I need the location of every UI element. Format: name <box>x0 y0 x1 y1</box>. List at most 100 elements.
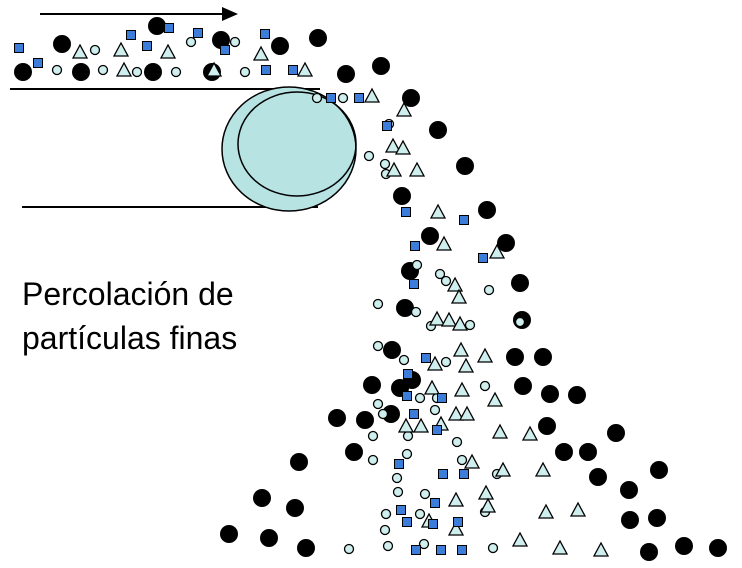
fine-particle-triangle <box>479 497 497 513</box>
large-particle <box>220 525 238 543</box>
fine-particle-circle <box>311 92 323 104</box>
large-particle <box>579 443 597 461</box>
fine-particle-square <box>394 459 404 469</box>
large-particle <box>72 63 90 81</box>
fine-particle-triangle <box>252 45 270 61</box>
large-particle <box>383 341 401 359</box>
fine-particle-square <box>409 279 419 289</box>
fine-particle-triangle <box>569 501 587 517</box>
fine-particle-square <box>411 545 421 555</box>
large-particle <box>538 417 556 435</box>
fine-particle-square <box>261 65 271 75</box>
fine-particle-square <box>142 41 152 51</box>
fine-particle-square <box>428 519 438 529</box>
fine-particle-square <box>410 241 420 251</box>
fine-particle-square <box>459 215 469 225</box>
large-particle <box>568 386 586 404</box>
fine-particle-square <box>437 393 447 403</box>
large-particle <box>497 234 515 252</box>
fine-particle-square <box>430 498 440 508</box>
large-particle <box>286 499 304 517</box>
fine-particle-triangle <box>112 41 130 57</box>
fine-particle-circle <box>487 542 499 554</box>
fine-particle-circle <box>377 408 389 420</box>
large-particle <box>506 348 524 366</box>
fine-particle-triangle <box>511 531 529 547</box>
fine-particle-square <box>453 517 463 527</box>
fine-particle-triangle <box>491 423 509 439</box>
caption-line-2: partículas finas <box>22 320 238 356</box>
fine-particle-square <box>409 409 419 419</box>
fine-particle-circle <box>401 448 413 460</box>
large-particle <box>650 461 668 479</box>
large-particle <box>144 63 162 81</box>
fine-particle-square <box>354 93 364 103</box>
fine-particle-triangle <box>423 379 441 395</box>
fine-particle-square <box>14 43 24 53</box>
fine-particle-circle <box>97 64 109 76</box>
fine-particle-square <box>193 28 203 38</box>
percolation-caption: Percolación de partículas finas <box>22 272 237 360</box>
conveyor-head-pulley <box>221 86 357 212</box>
large-particle <box>511 274 529 292</box>
large-particle <box>14 63 32 81</box>
fine-particle-square <box>478 253 488 263</box>
fine-particle-triangle <box>446 276 464 292</box>
fine-particle-square <box>126 30 136 40</box>
fine-particle-circle <box>363 150 375 162</box>
fine-particle-triangle <box>447 405 465 421</box>
fine-particle-triangle <box>488 243 506 259</box>
fine-particle-circle <box>382 540 394 552</box>
fine-particle-circle <box>229 36 241 48</box>
fine-particle-square <box>260 29 270 39</box>
large-particle <box>363 376 381 394</box>
fine-particle-triangle <box>426 355 444 371</box>
large-particle <box>393 187 411 205</box>
large-particle <box>648 509 666 527</box>
fine-particle-circle <box>343 543 355 555</box>
fine-particle-triangle <box>412 417 430 433</box>
fine-particle-triangle <box>447 520 465 536</box>
fine-particle-square <box>402 391 412 401</box>
large-particle <box>675 537 693 555</box>
large-particle <box>421 227 439 245</box>
fine-particle-circle <box>479 380 491 392</box>
large-particle <box>478 201 496 219</box>
fine-particle-triangle <box>428 310 446 326</box>
fine-particle-triangle <box>384 137 402 153</box>
large-particle <box>429 121 447 139</box>
caption-line-1: Percolación de <box>22 276 234 312</box>
fine-particle-circle <box>414 508 426 520</box>
fine-particle-circle <box>379 158 391 170</box>
large-particle <box>53 35 71 53</box>
fine-particle-circle <box>372 340 384 352</box>
fine-particle-triangle <box>395 101 413 117</box>
fine-particle-triangle <box>440 311 458 327</box>
fine-particle-square <box>164 23 174 33</box>
large-particle <box>541 385 559 403</box>
fine-particle-square <box>396 505 406 515</box>
large-particle <box>148 17 166 35</box>
fine-particle-circle <box>392 486 404 498</box>
fine-particle-triangle <box>71 43 89 59</box>
large-particle <box>260 529 278 547</box>
fine-particle-triangle <box>296 61 314 77</box>
large-particle <box>709 539 727 557</box>
fine-particle-triangle <box>476 347 494 363</box>
fine-particle-square <box>401 207 411 217</box>
fine-particle-circle <box>440 356 452 368</box>
fine-particle-circle <box>418 538 430 550</box>
fine-particle-circle <box>51 64 63 76</box>
fine-particle-triangle <box>458 405 476 421</box>
conveyor-direction-arrow <box>40 7 238 21</box>
fine-particle-circle <box>411 259 423 271</box>
fine-particle-square <box>402 517 412 527</box>
fine-particle-square <box>403 369 413 379</box>
fine-particle-triangle <box>486 391 504 407</box>
large-particle <box>396 299 414 317</box>
fine-particle-triangle <box>408 161 426 177</box>
fine-particle-square <box>326 93 336 103</box>
fine-particle-triangle <box>394 139 412 155</box>
fine-particle-triangle <box>115 61 133 77</box>
